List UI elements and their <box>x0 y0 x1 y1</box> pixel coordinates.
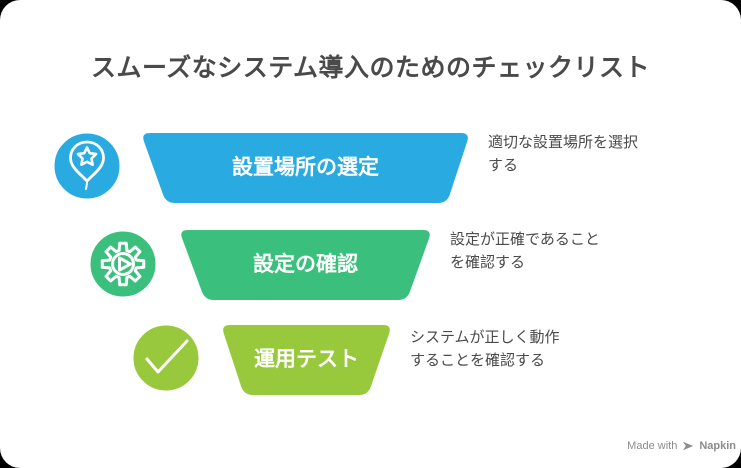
step-3-description-line-2: することを確認する <box>410 352 546 369</box>
step-1-description-line-1: 適切な設置場所を選択 <box>488 134 639 151</box>
check-circle-icon <box>130 322 202 394</box>
watermark-prefix: Made with <box>627 440 678 452</box>
map-pin-star-icon <box>51 130 123 202</box>
step-2-description-line-1: 設定が正確であること <box>450 231 600 248</box>
step-3-description: システムが正しく動作 することを確認する <box>410 326 560 372</box>
funnel-step-2-shape <box>181 230 430 300</box>
step-3-label: 運用テスト <box>254 348 359 371</box>
step-3-description-line-1: システムが正しく動作 <box>410 329 560 346</box>
napkin-logo-icon <box>683 441 694 451</box>
gear-play-icon <box>87 228 159 300</box>
step-1-label: 設置場所の選定 <box>232 156 379 179</box>
step-2-description: 設定が正確であること を確認する <box>450 228 600 274</box>
step-1-description-line-2: する <box>488 157 519 174</box>
step-2-description-line-2: を確認する <box>450 254 526 271</box>
step-2-label: 設定の確認 <box>253 253 358 276</box>
funnel-step-1-shape <box>143 133 468 203</box>
diagram-title: スムーズなシステム導入のためのチェックリスト <box>90 54 650 82</box>
step-1-description: 適切な設置場所を選択 する <box>488 131 638 177</box>
watermark-brand: Napkin <box>699 440 736 452</box>
funnel-step-3-shape <box>223 325 390 395</box>
watermark: Made with Napkin <box>627 439 736 453</box>
